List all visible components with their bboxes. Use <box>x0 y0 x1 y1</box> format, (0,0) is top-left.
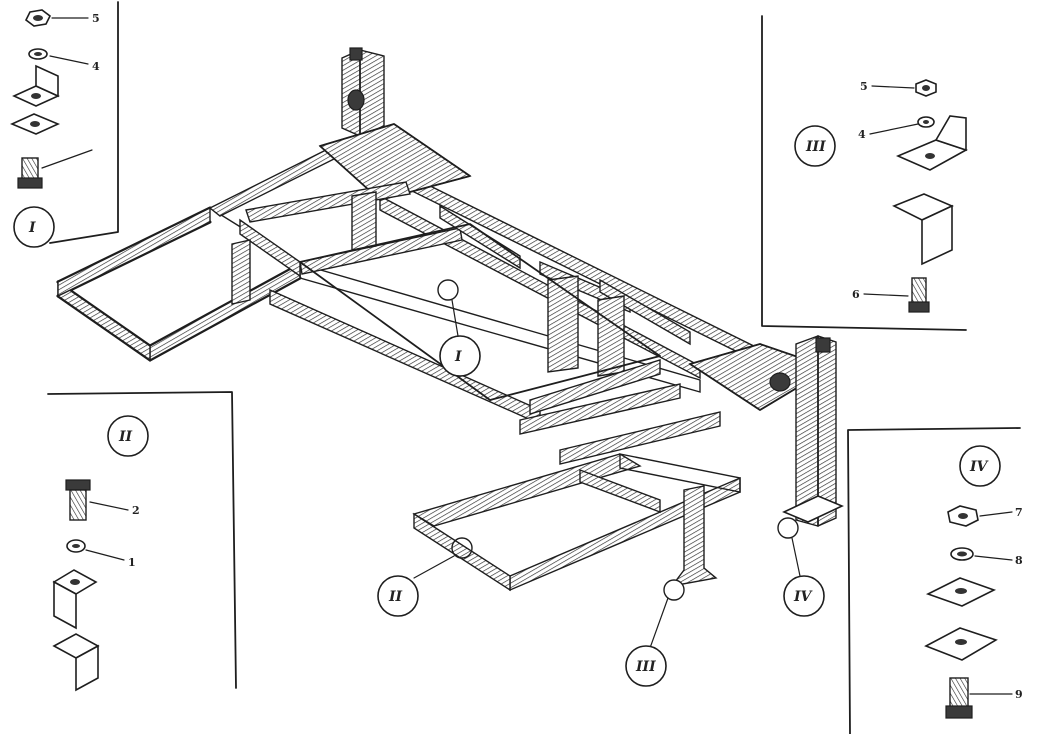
detail-IV-border <box>847 427 1021 734</box>
detail-III-view-marker <box>794 125 836 167</box>
svg-text:II: II <box>388 589 403 605</box>
upright-post-right <box>769 335 844 527</box>
detail-III-callout-6: 6 <box>852 288 860 301</box>
main-view-marker-IV: IV <box>783 575 825 617</box>
bolt-part <box>945 677 973 719</box>
upright-post-left <box>341 47 385 137</box>
detail-I-callout-5: 5 <box>92 12 100 25</box>
detail-panel-III: 5 4 6 III <box>761 15 968 331</box>
detail-IV-view-label: IV <box>969 459 990 475</box>
detail-panel-II: II 2 1 <box>47 391 237 692</box>
main-frame-assembly: I II III IV <box>56 47 844 687</box>
left-outrigger-frame <box>56 206 302 362</box>
detail-IV-callout-7: 7 <box>1015 506 1023 519</box>
svg-text:I: I <box>454 349 462 365</box>
detail-III-callout-4: 4 <box>858 128 866 141</box>
detail-II-border <box>47 391 237 689</box>
detail-I-callout-4: 4 <box>92 60 100 73</box>
washer-part <box>28 48 48 60</box>
detail-III-border <box>761 15 967 331</box>
washer-part <box>917 116 935 128</box>
front-outrigger-frame <box>412 359 741 592</box>
callout-leaders <box>413 279 801 649</box>
angle-bracket-part <box>892 193 954 266</box>
flat-plate-part <box>925 577 997 607</box>
center-opening-outline <box>299 223 661 401</box>
detail-I-border <box>49 1 119 244</box>
angle-bracket-part <box>52 633 100 692</box>
bolt-part <box>65 479 91 521</box>
detail-II-view-label: II <box>118 429 133 445</box>
detail-II-callout-2: 2 <box>132 504 140 517</box>
washer-part <box>950 547 974 561</box>
detail-II-callout-1: 1 <box>128 556 136 569</box>
detail-I-view-label: I <box>28 220 36 236</box>
bolt-part <box>908 277 930 313</box>
detail-III-callout-5: 5 <box>860 80 868 93</box>
longitudinal-rails <box>208 147 771 426</box>
angle-bracket-part <box>895 115 968 171</box>
angle-bracket-part <box>12 64 60 107</box>
detail-IV-callout-8: 8 <box>1015 554 1023 567</box>
nut-part <box>24 9 52 27</box>
detail-III-view-label: III <box>805 139 826 155</box>
main-view-marker-I: I <box>439 335 481 377</box>
angle-bracket-part <box>52 569 98 630</box>
detail-I-view-marker <box>13 206 55 248</box>
detail-IV-callout-9: 9 <box>1015 688 1023 701</box>
svg-text:III: III <box>635 659 656 675</box>
flat-plate-part <box>924 627 998 661</box>
svg-text:IV: IV <box>793 589 814 605</box>
rear-deck-plate <box>318 123 472 201</box>
nut-part <box>915 79 937 97</box>
front-leg-support <box>670 485 718 588</box>
main-view-marker-II: II <box>377 575 419 617</box>
detail-IV-view-marker <box>959 445 1001 487</box>
flat-plate-part <box>9 113 61 135</box>
detail-panel-I: 5 4 I <box>9 1 119 248</box>
nut-part <box>947 505 979 527</box>
washer-part <box>66 539 86 553</box>
detail-panel-IV: IV 7 8 9 <box>847 427 1023 734</box>
main-view-marker-III: III <box>625 645 667 687</box>
center-supports <box>231 191 625 377</box>
detail-II-view-marker <box>107 415 149 457</box>
bolt-part <box>17 157 43 189</box>
